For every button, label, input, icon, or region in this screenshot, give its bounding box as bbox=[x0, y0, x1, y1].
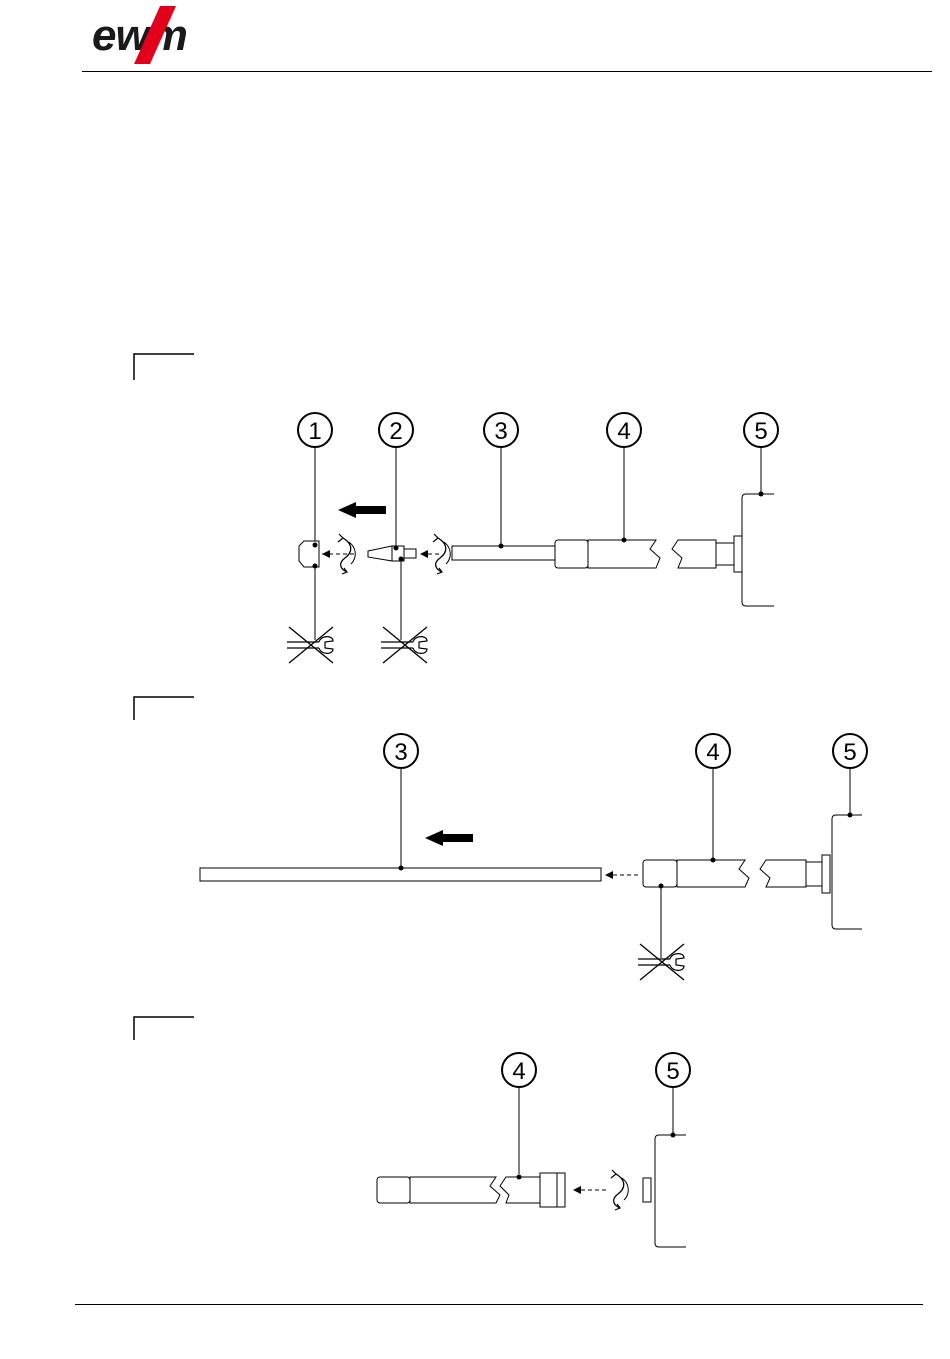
step-marker-2 bbox=[134, 697, 194, 720]
svg-text:1: 1 bbox=[308, 418, 321, 445]
svg-text:5: 5 bbox=[843, 739, 856, 766]
svg-text:4: 4 bbox=[617, 418, 630, 445]
torch-neck bbox=[410, 1177, 500, 1203]
torch-handle bbox=[742, 494, 774, 606]
svg-text:3: 3 bbox=[494, 418, 507, 445]
svg-text:3: 3 bbox=[394, 739, 407, 766]
svg-text:2: 2 bbox=[389, 418, 402, 445]
header-rule bbox=[82, 71, 932, 72]
no-wrench-icon bbox=[287, 627, 333, 663]
callout-2: 2 bbox=[379, 413, 413, 447]
torch-neck bbox=[588, 540, 660, 568]
callout-3: 3 bbox=[384, 734, 418, 768]
contact-tip bbox=[368, 546, 392, 561]
push-direction-arrow-icon bbox=[338, 502, 386, 518]
no-wrench-icon bbox=[381, 627, 427, 663]
svg-text:4: 4 bbox=[512, 1058, 525, 1085]
torch-handle bbox=[832, 815, 862, 929]
callout-5: 5 bbox=[744, 413, 778, 447]
figure-2-remove-guide-tube: 3 4 5 bbox=[0, 690, 950, 990]
torch-neck bbox=[677, 860, 749, 887]
svg-text:4: 4 bbox=[706, 739, 719, 766]
callout-3: 3 bbox=[484, 413, 518, 447]
guide-tube bbox=[452, 546, 555, 560]
rotate-icon bbox=[611, 1170, 628, 1210]
callout-5: 5 bbox=[833, 734, 867, 768]
footer-rule bbox=[75, 1304, 923, 1305]
figure-3-remove-torch-neck: 4 5 bbox=[0, 1005, 950, 1255]
step-marker-1 bbox=[134, 354, 194, 380]
step-marker-3 bbox=[134, 1017, 194, 1040]
push-direction-arrow-icon bbox=[425, 830, 473, 846]
callout-4: 4 bbox=[607, 413, 641, 447]
callout-4: 4 bbox=[502, 1053, 536, 1087]
callout-5: 5 bbox=[656, 1053, 690, 1087]
svg-text:5: 5 bbox=[666, 1058, 679, 1085]
callout-4: 4 bbox=[696, 734, 730, 768]
svg-text:5: 5 bbox=[754, 418, 767, 445]
figure-1-remove-contact-tip: 1 2 3 4 5 bbox=[0, 340, 950, 680]
callout-1: 1 bbox=[298, 413, 332, 447]
torch-handle bbox=[655, 1135, 686, 1247]
ewm-logo: ewm bbox=[90, 6, 225, 64]
